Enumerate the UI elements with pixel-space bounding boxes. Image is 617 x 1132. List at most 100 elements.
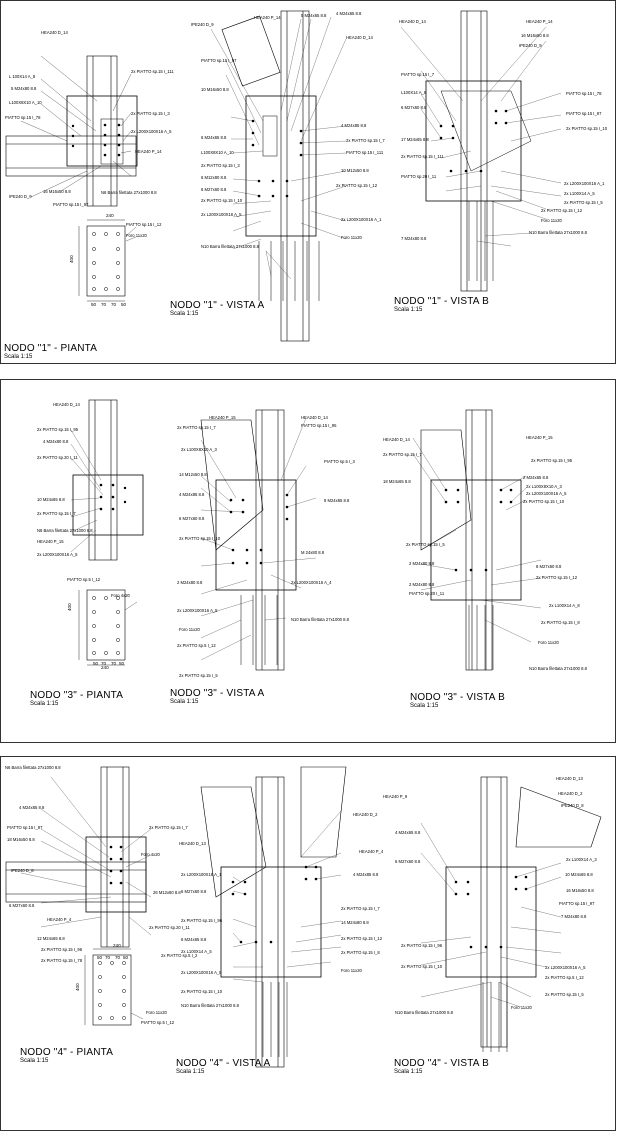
plate-hole-label: Foro 11x20 [126,233,148,238]
plate-height-dimension: 400 [67,603,72,611]
vista-b-label: Foro 11x20 [538,640,560,645]
vista-b-label: Foro 11x20 [511,1005,533,1010]
vista-a-label: PIATTO sp.15 I_95 [301,423,337,428]
vista-a-label: 4 M24x85 8.8 [179,492,205,497]
vista-a-label: 2 M24x80 8.8 [177,580,203,585]
plate-bolt-spacing-dimension: 70 [111,302,117,307]
vista-a-label: 2x L200X100X16 A_4 [291,580,332,585]
vista-a-label: 2x L100X14 A_5 [181,949,212,954]
view-scale-nodo-3-vista-b: Scala 1:15 [410,703,439,709]
plan-label: 2x PIATTO sp.15 I_78 [41,958,83,963]
plan-label: 4 M24x65 8.8 [19,805,45,810]
plate-bolt-spacing-dimension: 50 [119,661,125,666]
plate-width-dimension: 240 [101,665,109,670]
nodo-4-drawing: N6 Barra filettata 27x1000 8.84 M24x65 8… [5,765,602,1068]
plate-height-dimension: 400 [75,983,80,991]
plate-bolt-spacing-dimension: 50 [91,302,97,307]
vista-b-label: 2 M24x65 8.8 [523,475,549,480]
plate-bolt-spacing-dimension: 70 [115,955,121,960]
vista-b-label: 2x L200X100X16 A_1 [564,181,605,186]
view-scale-nodo-4-pianta: Scala 1:15 [20,1058,49,1064]
view-title-nodo-4-vista-b: NODO "4" - VISTA B [394,1058,489,1069]
vista-a-label: HEA240 P_15 [209,415,236,420]
plan-label: 2x L200X100X16 A_5 [37,552,78,557]
base-plate-detail-nodo-1 [78,219,137,302]
vista-b-label: PIATTO sp.15 I_7 [401,72,435,77]
vista-a-label: PIATTO sp.15 I_97 [201,58,237,63]
vista-b-label: 6 M27x60 8.8 [395,859,421,864]
plan-label: 2x PIATTO sp.15 I_95 [37,427,79,432]
plan-label: N6 Barra filettata 27x1000 8.8 [37,528,93,533]
plan-view-nodo-4 [5,766,152,948]
base-plate-detail-nodo-4 [84,948,144,1026]
plate-label: PIATTO sp.5 I_12 [67,577,101,582]
vista-a-label: 4 M24x65 8.8 [336,11,362,16]
vista-b-label: 2x PIATTO sp.15 I_7 [383,452,422,457]
plan-label: IPE240 D_8 [11,868,34,873]
vista-b-nodo-3 [412,409,542,671]
vista-a-label: HEA240 P_14 [254,15,281,20]
plan-label: 18 M16x50 8.8 [7,837,35,842]
vista-b-label: 2x PIATTO sp.15 I_10 [523,499,565,504]
base-plate-detail-nodo-3 [78,589,138,666]
vista-a-label: 2x PIATTO sp.5 I_12 [177,643,216,648]
plan-label: L 100X14 A_8 [9,74,36,79]
plan-label: Foro 4x20 [141,852,161,857]
plan-label: L100X8X10 A_10 [9,100,42,105]
view-scale-nodo-4-vista-b: Scala 1:15 [394,1069,423,1075]
vista-a-label: 2x L200X100X16 A_5 [201,212,242,217]
plan-label: 2x PIATTO sp.15 I_96 [41,947,83,952]
vista-b-label: 2 M24x80 8.8 [409,561,435,566]
plate-label: PIATTO sp.5 I_12 [141,1020,175,1025]
vista-b-label: 2x L200X100X16 A_5 [545,965,586,970]
vista-a-nodo-3 [200,409,317,671]
vista-b-label: 8 M27x60 8.8 [536,564,562,569]
vista-a-label: 2x PIATTO sp.15 I_7 [177,425,216,430]
vista-b-label: 18 M24x65 8.8 [383,479,411,484]
vista-a-nodo-1 [210,10,347,342]
vista-a-label: 2x L200X100X16 A_5 [177,608,218,613]
vista-b-label: IPE240 D_9 [519,43,542,48]
vista-b-label: 2x PIATTO sp.15 I_10 [401,964,443,969]
vista-a-label: M 24x80 8.8 [301,550,325,555]
view-scale-nodo-3-pianta: Scala 1:15 [30,701,59,707]
vista-a-label: 2x PIATTO sp.15 I_3 [201,163,240,168]
vista-a-label: 2x PIATTO sp.15 I_8 [341,950,380,955]
view-title-nodo-3-pianta: NODO "3" - PIANTA [30,690,124,701]
view-title-nodo-4-pianta: NODO "4" - PIANTA [20,1047,114,1058]
vista-b-label: HEA240 D_13 [556,776,583,781]
vista-b-label: 2x L100X14 A_3 [566,857,597,862]
vista-a-label: 2x PIATTO sp.15 I_10 [179,536,221,541]
vista-b-label: L100X14 A_8 [401,90,427,95]
vista-a-label: 2x PIATTO sp.15 I_10 [201,198,243,203]
vista-b-label: HEA240 P_14 [526,19,553,24]
view-scale-nodo-4-vista-a: Scala 1:15 [176,1069,205,1075]
plate-bolt-spacing-dimension: 50 [97,955,103,960]
vista-a-label: 4 M24x85 8.8 [341,123,367,128]
vista-b-label: 10 M24x65 8.8 [565,872,593,877]
vista-b-label: HEA240 D_14 [399,19,426,24]
plan-label: HEA240 D_14 [41,30,68,35]
vista-b-nodo-4 [420,776,602,1052]
vista-b-label: 4 M24x65 8.8 [395,830,421,835]
plate-label: PIATTO sp.15 I_12 [126,222,162,227]
vista-b-label: 6 M27x60 8.8 [401,105,427,110]
vista-a-label: 6 M27x60 8.8 [179,516,205,521]
plan-label: 10 M24x65 8.8 [37,497,65,502]
vista-b-label: 2x PIATTO sp.15 I_12 [541,208,583,213]
plan-label: HEA240 P_15 [37,539,64,544]
nodo-1-drawing: HEA240 D_14L 100X14 A_85 M24x80 8.8L100X… [5,10,608,342]
vista-a-label: 6 M24x65 8.8 [201,135,227,140]
vista-a-label: PIATTO sp.5 I_3 [324,459,355,464]
vista-b-label: PIATTO sp.15 I_78 [566,91,602,96]
vista-b-label: IPE240 D_8 [561,803,584,808]
vista-b-label: 2x L100X8X10 A_3 [526,484,563,489]
view-title-nodo-4-vista-a: NODO "4" - VISTA A [176,1058,271,1069]
view-title-nodo-1-vista-b: NODO "1" - VISTA B [394,296,489,307]
beam-ipe240 [5,135,137,177]
vista-a-label: 6 M12x80 8.8 [201,175,227,180]
vista-a-label: N10 Barra filettata 27x1000 8.8 [291,617,350,622]
view-title-nodo-3-vista-a: NODO "3" - VISTA A [170,688,265,699]
vista-a-label: 2x PIATTO sp.15 I_10 [181,989,223,994]
vista-a-label: HEA240 P_4 [359,849,384,854]
